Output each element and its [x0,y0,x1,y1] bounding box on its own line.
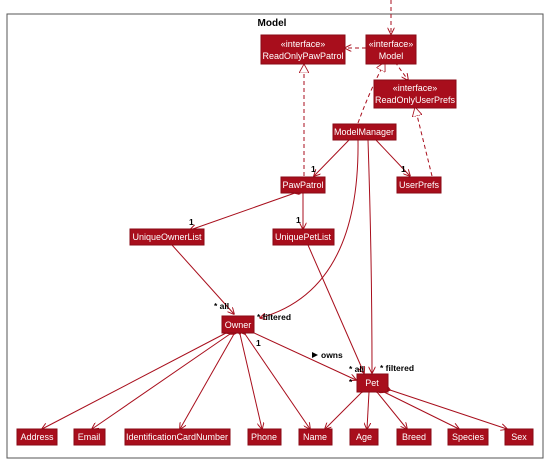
pawpatrol-class[interactable]: PawPatrol [280,176,326,194]
ownerlist-owner-edge [171,244,234,314]
class-name: Species [452,432,485,442]
modelmanager-owner-filtered-edge [260,139,359,318]
class-name: IdentificationCardNumber [126,432,228,442]
owner-pet-one: 1 [256,338,261,348]
model-readonlyuserprefs-edge [394,61,408,80]
userprefs-realizes-readonly-edge [415,107,433,177]
pet-all-label: * all [349,364,364,374]
owner-class[interactable]: Owner [221,315,255,334]
pp-ownerlist-mult: 1 [189,217,194,227]
readonlypawpatrol-interface[interactable]: «interface» ReadOnlyPawPatrol [260,34,346,65]
owner-all-label: * all [214,301,229,311]
mm-pawpatrol-mult: 1 [311,164,316,174]
name-class[interactable]: Name [298,428,333,446]
address-class[interactable]: Address [16,428,58,446]
class-name: UserPrefs [399,180,440,190]
class-name: Pet [365,378,379,388]
pp-petlist-mult: 1 [296,215,301,225]
stereotype-label: «interface» [369,39,414,49]
uniqueownerlist-class[interactable]: UniqueOwnerList [129,228,205,246]
class-name: Age [356,432,372,442]
stereotype-label: «interface» [393,83,438,93]
class-name: PawPatrol [282,180,323,190]
owns-label: owns [321,350,343,360]
species-class[interactable]: Species [447,428,489,446]
class-name: Sex [511,432,527,442]
pawpatrol-ownerlist-edge [190,193,295,230]
phone-class[interactable]: Phone [247,428,282,446]
package-title: Model [258,18,287,29]
owner-filtered-label: * filtered [257,312,291,322]
owner-idcard-edge [180,334,234,429]
modelmanager-pawpatrol-edge [314,139,350,176]
pet-age-edge [367,392,369,429]
class-name: UniqueOwnerList [132,232,202,242]
class-name: Breed [402,432,426,442]
class-name: Phone [251,432,277,442]
pet-filtered-label: * filtered [380,363,414,373]
pet-sex-edge [390,390,507,429]
class-name: ReadOnlyPawPatrol [262,51,343,61]
pet-class[interactable]: Pet [356,373,389,393]
stereotype-label: «interface» [281,39,326,49]
class-name: Address [20,432,54,442]
class-name: ModelManager [334,127,394,137]
modelmanager-class[interactable]: ModelManager [332,123,397,141]
userprefs-class[interactable]: UserPrefs [396,176,442,194]
pet-name-edge [325,392,362,429]
class-name: Email [78,432,101,442]
petlist-pet-edge [307,244,364,373]
email-class[interactable]: Email [73,428,106,446]
model-interface[interactable]: «interface» Model [365,34,417,65]
identificationcardnumber-class[interactable]: IdentificationCardNumber [124,428,231,446]
owns-direction-icon [312,352,318,358]
sex-class[interactable]: Sex [504,428,534,446]
class-name: ReadOnlyUserPrefs [375,95,456,105]
age-class[interactable]: Age [349,428,379,446]
modelmanager-pet-filtered-edge [367,139,372,373]
pet-star-label: * [349,377,353,387]
uniquepetlist-class[interactable]: UniquePetList [272,228,335,246]
owner-name-edge [245,334,310,429]
class-name: UniquePetList [275,232,332,242]
class-name: Owner [225,320,252,330]
class-name: Model [379,51,404,61]
mm-userprefs-mult: 1 [401,164,406,174]
class-name: Name [303,432,327,442]
breed-class[interactable]: Breed [396,428,432,446]
modelmanager-userprefs-edge [375,139,410,176]
readonlyuserprefs-interface[interactable]: «interface» ReadOnlyUserPrefs [373,79,457,109]
